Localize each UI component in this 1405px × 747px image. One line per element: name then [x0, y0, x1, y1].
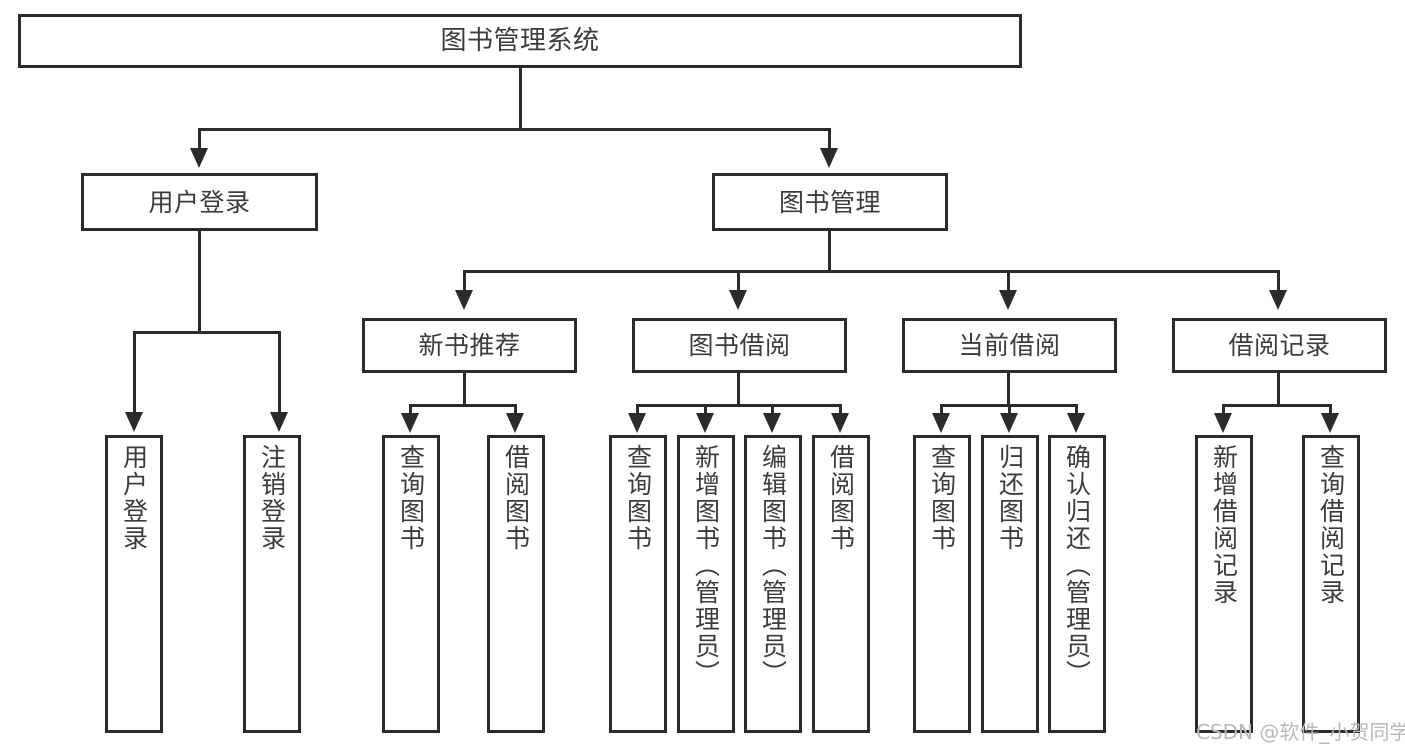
connector-root-drop-1: [198, 128, 201, 148]
leaf-confirm-return-admin[interactable]: 确认归还（管理员）: [1048, 435, 1106, 733]
connector-root-bus: [198, 128, 831, 131]
connector-borrow-record-drop-2: [1329, 404, 1332, 416]
node-label: 查询图书: [398, 444, 424, 552]
connector-user-login-bus: [133, 331, 281, 334]
connector-user-login-drop-2: [278, 331, 281, 415]
node-label: 图书管理系统: [440, 25, 600, 56]
connector-book-management-drop-3: [1007, 270, 1010, 290]
leaf-add-book-admin[interactable]: 新增图书（管理员）: [677, 435, 735, 733]
connector-current-borrow-drop-1: [940, 404, 943, 416]
node-label: 注销登录: [259, 444, 285, 552]
node-label: 图书借阅: [688, 331, 791, 360]
node-label: 借阅图书: [828, 444, 854, 552]
node-user-login[interactable]: 用户登录: [81, 173, 318, 231]
connector-current-borrow-drop-3: [1075, 404, 1078, 416]
leaf-query-borrow-record[interactable]: 查询借阅记录: [1302, 435, 1360, 733]
node-label: 图书管理: [778, 187, 881, 217]
connector-book-management-drop-4: [1277, 270, 1280, 290]
connector-new-book-drop-1: [409, 404, 412, 416]
node-label: 确认归还（管理员）: [1064, 444, 1090, 687]
connector-borrow-record-bus: [1222, 404, 1332, 407]
connector-root-stem: [519, 68, 522, 130]
connector-book-borrow-drop-2: [704, 404, 707, 416]
connector-book-management-drop-1: [463, 270, 466, 290]
node-label: 用户登录: [121, 444, 147, 552]
leaf-return-book[interactable]: 归还图书: [981, 435, 1039, 733]
connector-new-book-drop-2: [514, 404, 517, 416]
arrow-to-book-borrow-leaf-4: [831, 413, 849, 433]
node-root-book-management-system[interactable]: 图书管理系统: [18, 14, 1022, 68]
connector-new-book-stem: [463, 373, 466, 406]
connector-book-management-bus: [463, 270, 1280, 273]
node-borrow-record[interactable]: 借阅记录: [1172, 318, 1387, 373]
arrow-to-book-borrow-leaf-2: [696, 413, 714, 433]
connector-user-login-stem: [198, 231, 201, 333]
node-label: 查询图书: [929, 444, 955, 552]
arrow-to-current-borrow-leaf-1: [932, 413, 950, 433]
node-current-borrow[interactable]: 当前借阅: [902, 318, 1117, 373]
connector-book-borrow-drop-3: [771, 404, 774, 416]
arrow-to-current-borrow: [999, 290, 1017, 310]
arrow-to-book-borrow-leaf-3: [763, 413, 781, 433]
node-new-book-recommend[interactable]: 新书推荐: [362, 318, 577, 373]
leaf-borrow-book[interactable]: 借阅图书: [812, 435, 870, 733]
connector-borrow-record-stem: [1277, 373, 1280, 406]
connector-book-borrow-stem: [737, 373, 740, 406]
arrow-to-new-book-recommend: [455, 290, 473, 310]
arrow-to-user-login: [190, 148, 208, 168]
arrow-to-book-borrow-leaf-1: [628, 413, 646, 433]
node-label: 用户登录: [148, 187, 251, 217]
leaf-edit-book-admin[interactable]: 编辑图书（管理员）: [744, 435, 802, 733]
node-label: 借阅图书: [503, 444, 529, 552]
node-label: 新增图书（管理员）: [693, 444, 719, 687]
arrow-to-user-login-leaf-1: [125, 412, 143, 432]
connector-root-drop-2: [828, 128, 831, 148]
leaf-query-book[interactable]: 查询图书: [609, 435, 667, 733]
leaf-logout[interactable]: 注销登录: [243, 435, 301, 733]
node-label: 当前借阅: [958, 331, 1061, 360]
arrow-to-book-borrow: [729, 290, 747, 310]
leaf-borrow-book-recommend[interactable]: 借阅图书: [487, 435, 545, 733]
node-book-borrow[interactable]: 图书借阅: [632, 318, 847, 373]
leaf-query-book-current[interactable]: 查询图书: [913, 435, 971, 733]
node-label: 新书推荐: [418, 331, 521, 360]
arrow-to-new-book-leaf-2: [506, 413, 524, 433]
arrow-to-borrow-record: [1269, 290, 1287, 310]
connector-new-book-bus: [409, 404, 517, 407]
node-label: 新增借阅记录: [1211, 444, 1237, 606]
node-book-management[interactable]: 图书管理: [712, 173, 948, 231]
leaf-user-login[interactable]: 用户登录: [105, 435, 163, 733]
leaf-query-book-recommend[interactable]: 查询图书: [382, 435, 440, 733]
connector-current-borrow-drop-2: [1008, 404, 1011, 416]
connector-book-management-drop-2: [737, 270, 740, 290]
arrow-to-current-borrow-leaf-3: [1067, 413, 1085, 433]
connector-user-login-drop-1: [133, 331, 136, 415]
connector-book-borrow-drop-1: [636, 404, 639, 416]
node-label: 借阅记录: [1228, 331, 1331, 360]
arrow-to-book-management: [820, 148, 838, 168]
node-label: 编辑图书（管理员）: [760, 444, 786, 687]
connector-book-management-stem: [828, 231, 831, 272]
arrow-to-user-login-leaf-2: [270, 412, 288, 432]
leaf-add-borrow-record[interactable]: 新增借阅记录: [1195, 435, 1253, 733]
connector-current-borrow-stem: [1007, 373, 1010, 406]
node-label: 查询图书: [625, 444, 651, 552]
arrow-to-borrow-record-leaf-2: [1321, 413, 1339, 433]
connector-borrow-record-drop-1: [1222, 404, 1225, 416]
node-label: 查询借阅记录: [1318, 444, 1344, 606]
arrow-to-borrow-record-leaf-1: [1214, 413, 1232, 433]
arrow-to-current-borrow-leaf-2: [1000, 413, 1018, 433]
node-label: 归还图书: [997, 444, 1023, 552]
arrow-to-new-book-leaf-1: [401, 413, 419, 433]
connector-book-borrow-drop-4: [839, 404, 842, 416]
connector-book-borrow-bus: [636, 404, 842, 407]
